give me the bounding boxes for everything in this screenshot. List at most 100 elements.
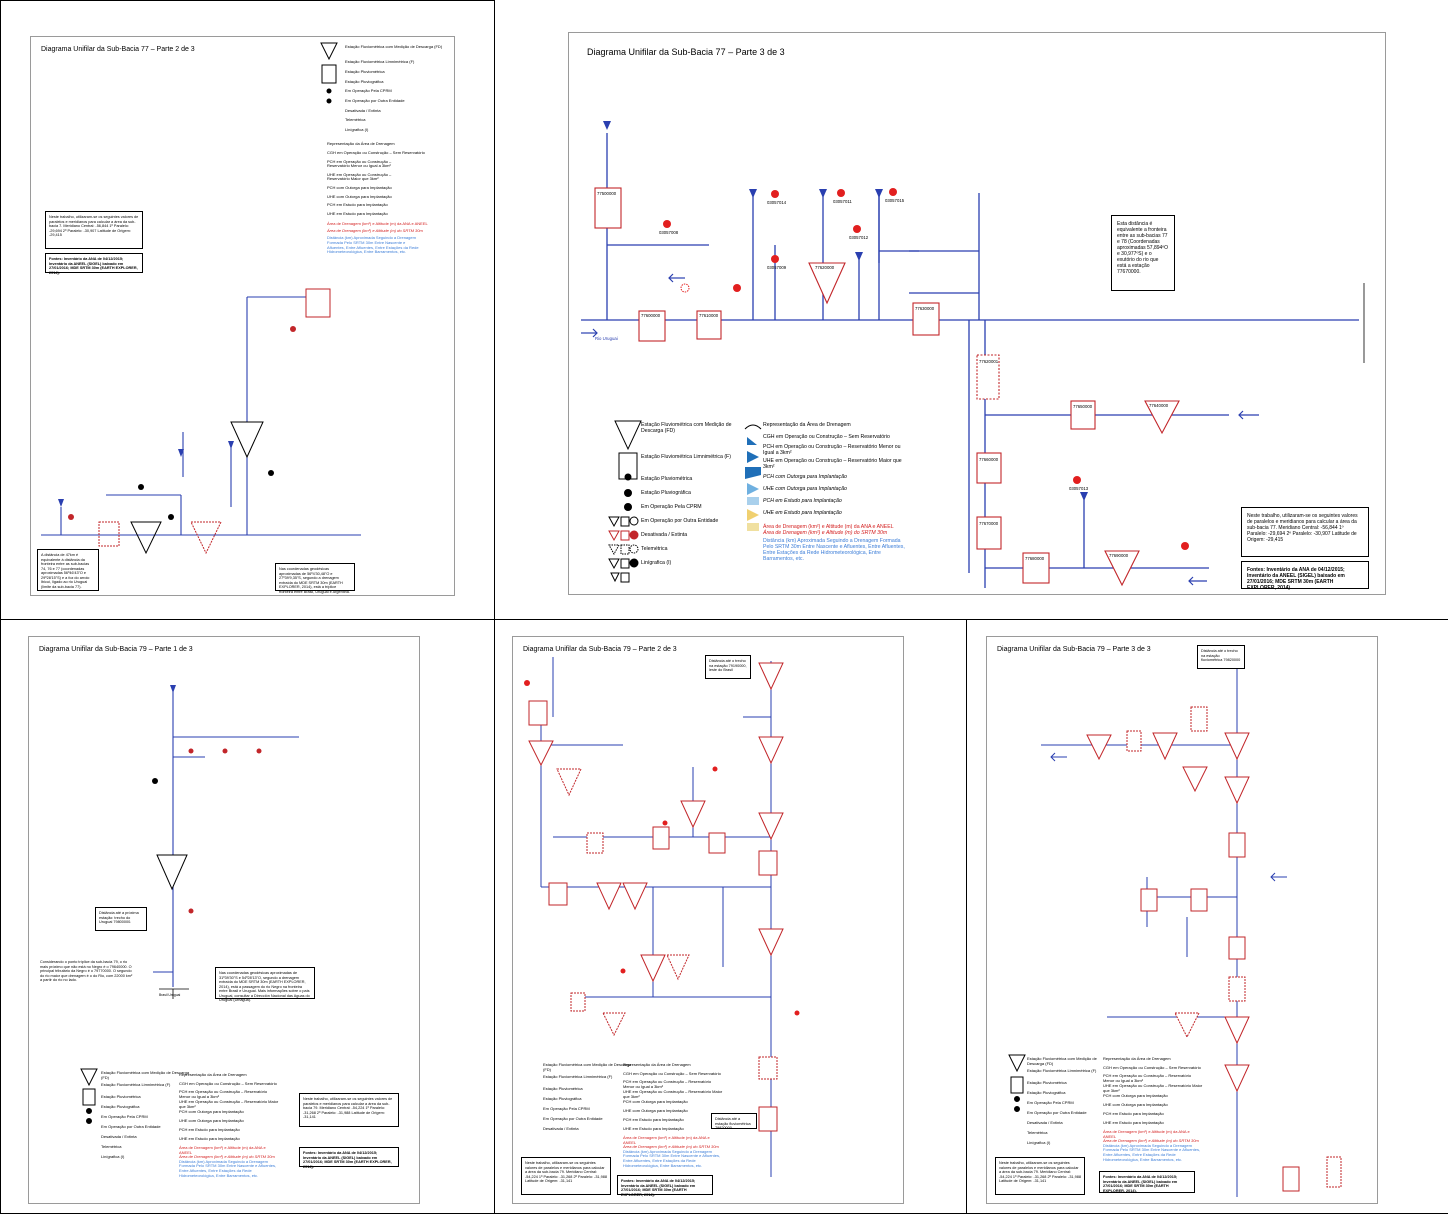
legend-item: Linígrafica (I) (641, 560, 672, 566)
station-boxes-79-2 (528, 700, 778, 1132)
legend-item: Em Operação Pela CPRM (1027, 1100, 1074, 1105)
legend-item: Representação da Área de Drenagem (179, 1072, 247, 1077)
triangle-stations (808, 262, 1180, 587)
legend-item: PCH com Outorga para Implantação (327, 184, 392, 190)
legend-item: Em Operação por Outra Entidade (1027, 1110, 1087, 1115)
legend-item: Estação Fluviométrica com Medição de Des… (345, 44, 443, 49)
legend-symbols-77-2 (320, 42, 338, 104)
sheet-77-part2: Diagrama Unifilar da Sub-Bacia 77 – Part… (30, 36, 455, 596)
rain-id-03057015: 03057015 (885, 198, 905, 203)
legend-item: UHE em Estudo para Implantação (327, 210, 388, 216)
plant-symbols-77-3 (744, 424, 762, 531)
sheet-title: Diagrama Unifilar da Sub-Bacia 77 – Part… (41, 46, 195, 53)
border-note: Nas coordenadas geodésicas aproximadas d… (275, 563, 355, 594)
station-code-77630000: 77630000 (915, 306, 935, 311)
legend-77-3: Estação Fluviométrica com Medição de Des… (641, 421, 741, 575)
legend-item: UHE com Outorga para Implantação (1103, 1102, 1168, 1107)
legend-item: Em Operação por Outra Entidade (345, 97, 405, 103)
legend-item: Linígrafica (I) (345, 126, 369, 132)
station-triangles-79-2 (528, 662, 784, 1037)
legend-item: Desativada / Extinta (101, 1134, 137, 1139)
legend-distance: Distância (km) Aproximada Seguindo a Dre… (763, 537, 905, 562)
parameters-note: Neste trabalho, utilizaram-se os seguint… (299, 1093, 399, 1127)
legend-77-2: Estação Fluviométrica com Medição de Des… (317, 44, 445, 255)
legend-item: Telemétrica (1027, 1130, 1048, 1135)
parameters-note: Neste trabalho, utilizaram-se os seguint… (1241, 507, 1369, 557)
legend-item: PCH em Operação ou Construção – Reservat… (1103, 1073, 1192, 1083)
legend-area-red: Área de Drenagem (km²) e Altitude (m) da… (1103, 1129, 1190, 1139)
legend-distance: Distância (km) Aproximada Seguindo a Dre… (179, 1158, 277, 1178)
divider-tick-2 (1408, 619, 1448, 620)
legend-area-srtm: Área de Drenagem (km²) e Altitude (m) do… (179, 1154, 275, 1160)
horizontal-arrows (581, 273, 1259, 586)
distance-note: Esta distância é equivalente a fronteira… (1111, 215, 1175, 291)
legend-item: Estação Pluviométrica (101, 1094, 141, 1099)
station-code-77620000: 77620000 (815, 265, 835, 270)
parameters-note: Neste trabalho, utilizaram-se os seguint… (521, 1157, 611, 1195)
legend-item: UHE em Operação ou Construção – Reservat… (179, 1099, 279, 1109)
parameters-note: Neste trabalho, utilizaram-se os seguint… (995, 1157, 1085, 1195)
sheet-title: Diagrama Unifilar da Sub-Bacia 79 – Part… (39, 646, 193, 653)
river-network-77-3 (581, 121, 1365, 588)
legend-item: CGH em Operação ou Construção – Sem Rese… (623, 1071, 721, 1076)
legend-item: Estação Pluviométrica (543, 1086, 583, 1091)
legend-item: Estação Fluviométrica com Medição de Des… (641, 422, 732, 434)
legend-area-red: Área de Drenagem (km²) e Altitude (m) da… (763, 524, 894, 530)
legend-item: PCH em Operação ou Construção – Reservat… (179, 1089, 268, 1099)
legend-item: Estação Pluviográfica (543, 1096, 582, 1101)
legend-item: PCH em Operação ou Construção – Reservat… (623, 1079, 712, 1089)
sources-note: Fontes: Inventário da ANA de 04/12/2015;… (617, 1175, 713, 1197)
legend-item: Estação Pluviográfica (101, 1104, 140, 1109)
distance-note: A distância de 47km é equivalente à dist… (37, 549, 99, 591)
legend-item: Desativada / Extinta (345, 107, 381, 113)
legend-item: PCH em Estudo para Implantação (179, 1127, 240, 1132)
station-boxes (594, 187, 1096, 584)
legend-item: PCH com Outorga para Implantação (1103, 1093, 1168, 1098)
legend-79-2: Estação Fluviométrica com Medição de Des… (543, 1062, 633, 1137)
legend-item: Estação Fluviométrica com Medição de Des… (101, 1070, 190, 1080)
parameters-note: Neste trabalho, utilizaram-se os seguint… (45, 211, 143, 249)
legend-item: PCH com Outorga para Implantação (179, 1109, 244, 1114)
legend-item: Representação da Área de Drenagem (327, 141, 395, 147)
rain-id-03057012: 03057012 (849, 235, 869, 240)
top-distance-note: Distância até o trecho na estação fluvio… (1197, 645, 1245, 669)
legend-item: Em Operação Pela CPRM (543, 1106, 590, 1111)
legend-item: UHE em Estudo para Implantação (763, 510, 842, 516)
legend-item: UHE em Operação ou Construção – Reservat… (327, 171, 392, 182)
legend-area-srtm: Área de Drenagem (km²) e Altitude (m) do… (623, 1144, 719, 1150)
legend-item: Estação Fluviométrica Limnimétrica (F) (345, 58, 415, 64)
legend-item: Em Operação por Outra Entidade (101, 1124, 161, 1129)
sources-note: Fontes: Inventário da ANA de 04/12/2015;… (299, 1147, 399, 1169)
legend-item: Estação Pluviográfica (1027, 1090, 1066, 1095)
top-distance-note: Distância até o trecho na estação 791900… (705, 655, 751, 679)
station-code-77610000: 77610000 (699, 313, 719, 318)
legend-item: UHE em Estudo para Implantação (623, 1126, 684, 1131)
river-network-79-1 (80, 685, 299, 1124)
legend-area-red: Área de Drenagem (km²) e Altitude (m) da… (623, 1135, 710, 1145)
legend-distance: Distância (km) Aproximada Seguindo a Dre… (1103, 1142, 1201, 1162)
legend-item: Telemétrica (641, 546, 668, 552)
legend-item: Estação Fluviométrica Limnimétrica (F) (1027, 1068, 1097, 1073)
legend-item: Estação Pluviométrica (1027, 1080, 1067, 1085)
legend-item: Estação Pluviométrica (345, 69, 385, 75)
sheet-title: Diagrama Unifilar da Sub-Bacia 79 – Part… (523, 646, 677, 653)
legend-item: PCH em Operação ou Construção – Reservat… (763, 444, 901, 456)
legend-plants-79-1: Representação da Área de Drenagem CGH em… (179, 1072, 279, 1178)
legend-item: Representação da Área de Drenagem (623, 1062, 691, 1067)
flow-arrows (603, 121, 1088, 501)
border-note: Nas coordenadas geodésicas aproximadas d… (215, 967, 315, 1002)
legend-item: Telemétrica (101, 1144, 122, 1149)
distance-note: Distância até a estação fluviométrica 79… (711, 1113, 757, 1130)
legend-item: UHE com Outorga para Implantação (623, 1108, 688, 1113)
river-label-uruguai: Rio Uruguai (595, 336, 618, 341)
legend-item: Estação Fluviométrica com Medição de Des… (1027, 1056, 1097, 1066)
legend-item: Desativada / Extinta (641, 532, 688, 538)
legend-item: Em Operação Pela CPRM (101, 1114, 148, 1119)
legend-item: Linígrafica (I) (1027, 1140, 1051, 1145)
station-code-77660000: 77660000 (979, 457, 999, 462)
sheet-79-part3: Diagrama Unifilar da Sub-Bacia 79 – Part… (986, 636, 1378, 1204)
stations-79-1 (152, 748, 262, 914)
legend-item: PCH em Operação ou Construção – Reservat… (327, 158, 392, 169)
legend-symbols-79-3 (1008, 1054, 1026, 1112)
sheet-title: Diagrama Unifilar da Sub-Bacia 79 – Part… (997, 646, 1151, 653)
